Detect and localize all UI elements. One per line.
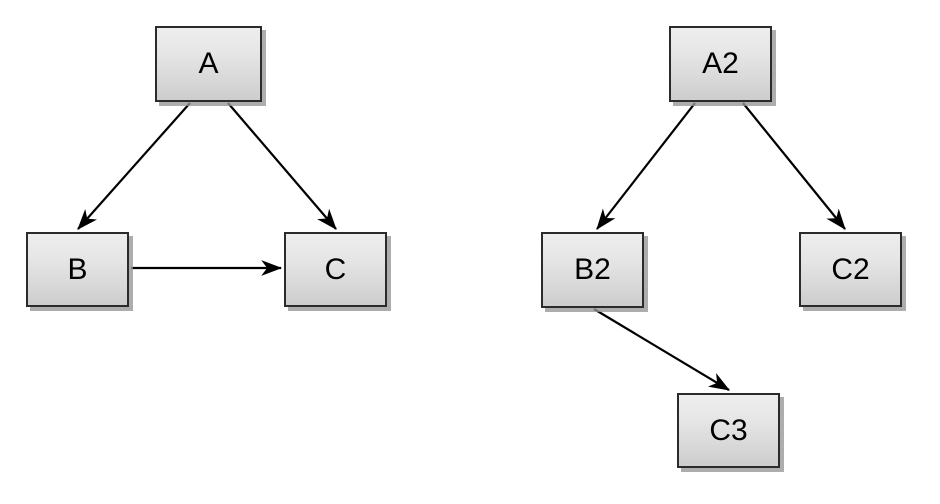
node-c2[interactable]: C2 [799, 232, 902, 307]
edge-a-to-b [78, 103, 190, 229]
edge-a-to-c [228, 103, 336, 229]
node-label-c: C [325, 255, 347, 285]
edge-b2-to-c3 [594, 309, 729, 390]
node-c[interactable]: C [284, 232, 387, 307]
node-label-c2: C2 [831, 255, 869, 285]
edge-a2-to-b2 [597, 103, 695, 229]
node-a2[interactable]: A2 [669, 26, 772, 102]
node-c3[interactable]: C3 [677, 393, 780, 468]
node-label-c3: C3 [709, 416, 747, 446]
node-a[interactable]: A [155, 26, 262, 102]
node-label-a: A [198, 49, 218, 79]
edges-group [78, 103, 845, 390]
node-label-b: B [67, 255, 87, 285]
node-b2[interactable]: B2 [541, 232, 644, 308]
edge-a2-to-c2 [743, 103, 845, 229]
node-label-b2: B2 [574, 255, 611, 285]
node-label-a2: A2 [702, 49, 739, 79]
node-b[interactable]: B [26, 232, 129, 307]
